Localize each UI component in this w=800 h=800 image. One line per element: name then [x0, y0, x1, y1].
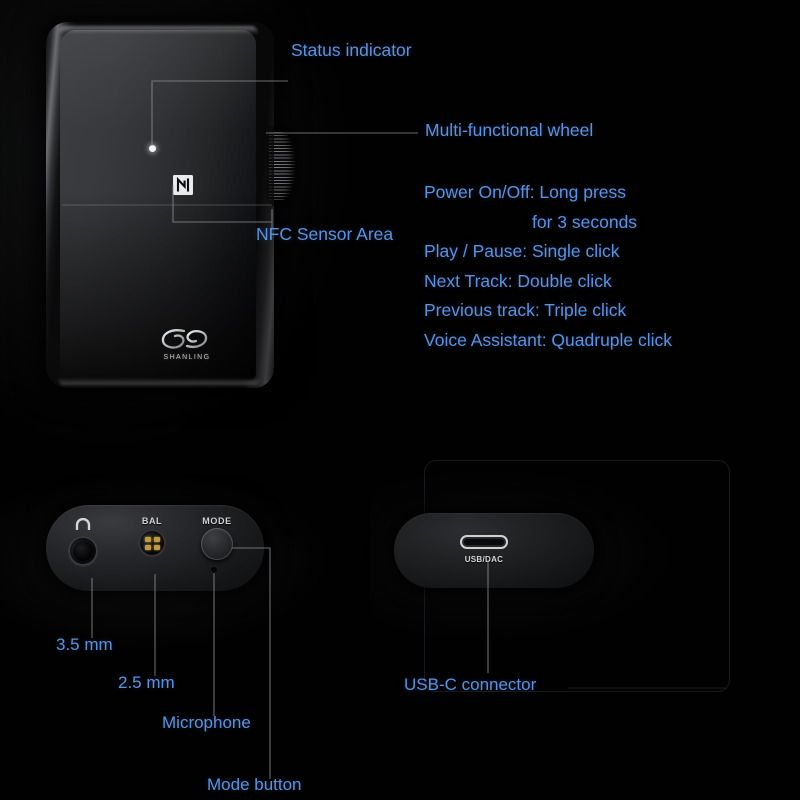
headphone-port-group[interactable] — [68, 517, 98, 566]
balanced-pin-grid — [144, 536, 160, 550]
label-usb-c-connector: USB-C connector — [404, 675, 537, 694]
label-2-5mm: 2.5 mm — [118, 673, 175, 692]
balanced-jack-2-5mm[interactable] — [138, 529, 166, 557]
balanced-pin — [144, 536, 151, 542]
label-status-indicator: Status indicator — [291, 40, 412, 60]
status-indicator-led — [149, 145, 156, 152]
mode-button-label: MODE — [202, 516, 232, 526]
wheel-instruction-item: Next Track: Double click — [424, 270, 612, 291]
microphone-hole — [211, 567, 217, 573]
balanced-pin — [144, 544, 151, 550]
device-front-view: SHANLING — [36, 22, 295, 390]
multi-functional-wheel[interactable] — [269, 132, 295, 200]
usb-c-port[interactable] — [460, 535, 508, 549]
wheel-instruction-item: for 3 seconds — [532, 211, 638, 232]
wheel-instruction-item: Power On/Off: Long press — [424, 182, 627, 202]
label-nfc-sensor-area: NFC Sensor Area — [256, 224, 394, 244]
headphone-icon — [74, 517, 92, 535]
nfc-icon — [172, 174, 194, 196]
usb-port-panel: USB/DAC — [394, 513, 594, 588]
brand-logo: SHANLING — [154, 322, 220, 366]
glass-gloss-highlight — [60, 30, 256, 150]
mode-button-group[interactable]: MODE — [201, 516, 233, 560]
usb-dac-label: USB/DAC — [464, 555, 504, 564]
mode-button[interactable] — [201, 528, 233, 560]
brand-wordmark: SHANLING — [163, 354, 211, 361]
wheel-instruction-item: Play / Pause: Single click — [424, 241, 620, 261]
wheel-instruction-item: Previous track: Triple click — [424, 300, 627, 320]
balanced-pin — [153, 536, 160, 542]
io-port-panel: BAL MODE — [46, 505, 264, 591]
label-mode-button: Mode button — [207, 775, 302, 794]
wheel-instruction-item: Voice Assistant: Quadruple click — [424, 329, 673, 350]
balanced-port-label: BAL — [141, 516, 163, 526]
headphone-jack-3-5mm[interactable] — [68, 536, 98, 566]
balanced-port-group[interactable]: BAL — [138, 516, 166, 557]
label-3-5mm: 3.5 mm — [56, 635, 113, 654]
label-multi-functional-wheel: Multi-functional wheel — [425, 120, 594, 140]
balanced-pin — [153, 544, 160, 550]
label-microphone: Microphone — [162, 713, 251, 732]
